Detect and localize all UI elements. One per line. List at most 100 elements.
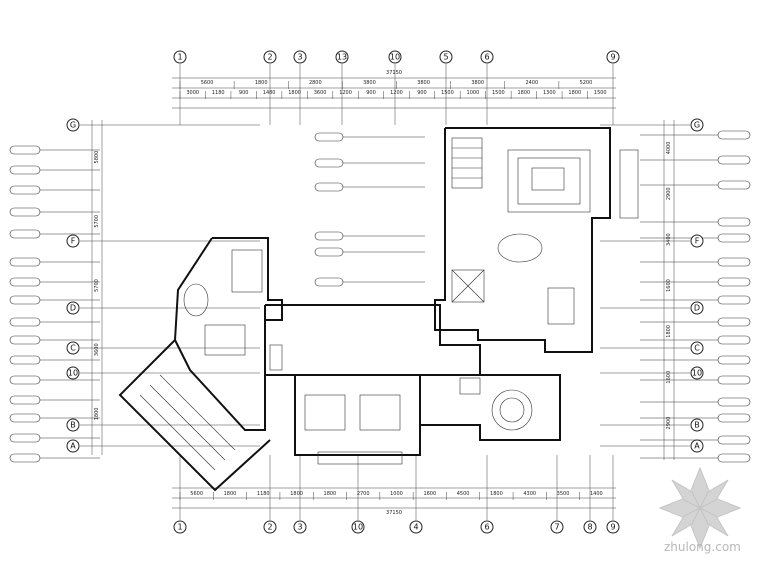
callout-tag <box>717 435 751 445</box>
dimension-value: 900 <box>239 90 249 96</box>
dimension-value: 3600 <box>314 90 327 96</box>
dimension-value: 3800 <box>363 80 376 86</box>
axis-bottom-label: 7 <box>554 523 559 532</box>
dimension-value: 900 <box>366 90 376 96</box>
watermark-site-label: zhulong.com <box>664 540 741 554</box>
dimension-value: 1800 <box>290 491 303 497</box>
axis-right-circle <box>690 418 704 432</box>
axis-top-circle <box>173 50 187 64</box>
dimension-value: 1200 <box>339 90 352 96</box>
callout-tag <box>314 247 344 257</box>
axis-right-label: D <box>694 304 700 313</box>
axis-bottom-label: 2 <box>267 523 272 532</box>
dimension-value: 1180 <box>212 90 225 96</box>
callout-tag <box>9 229 41 239</box>
dimension-value: 1600 <box>666 279 672 292</box>
axis-top-circle <box>263 50 277 64</box>
dimension-value: 1800 <box>94 408 100 421</box>
callout-tag <box>314 158 344 168</box>
dimension-value: 1000 <box>390 491 403 497</box>
dimension-value: 1800 <box>288 90 301 96</box>
axis-bottom-circle <box>263 520 277 534</box>
axis-bottom-label: 10 <box>353 523 363 532</box>
axis-bottom-circle <box>173 520 187 534</box>
callout-tag <box>9 185 41 195</box>
callout-tag <box>717 180 751 190</box>
callout-tag <box>9 145 41 155</box>
total-bottom-dimension: 37150 <box>386 510 402 516</box>
axis-left-circle <box>66 418 80 432</box>
axis-right-label: C <box>694 344 700 353</box>
callout-tag <box>717 233 751 243</box>
callout-tag <box>717 130 751 140</box>
dimension-value: 900 <box>417 90 427 96</box>
axis-right-circle <box>690 341 704 355</box>
axis-top-label: 1 <box>177 53 182 62</box>
zhulong-logo-icon <box>658 466 742 550</box>
axis-left-label: D <box>70 304 76 313</box>
axis-bottom-circle <box>583 520 597 534</box>
axis-top-circle <box>439 50 453 64</box>
dimension-value: 1180 <box>257 491 270 497</box>
dimension-value: 3600 <box>94 343 100 356</box>
axis-left-circle <box>66 301 80 315</box>
dimension-value: 1800 <box>255 80 268 86</box>
axis-right-label: F <box>695 237 700 246</box>
callout-tag <box>9 395 41 405</box>
callout-tag <box>717 295 751 305</box>
dimension-value: 1600 <box>423 491 436 497</box>
axis-left-label: G <box>70 121 76 130</box>
callout-tag <box>717 413 751 423</box>
dimension-value: 4300 <box>523 491 536 497</box>
axis-top-label: 6 <box>484 53 489 62</box>
dimension-value: 1480 <box>263 90 276 96</box>
building-walls <box>118 127 611 492</box>
axis-bottom-circle <box>606 520 620 534</box>
dimension-value: 1000 <box>467 90 480 96</box>
dimension-value: 5800 <box>94 151 100 164</box>
callout-tag <box>9 355 41 365</box>
axis-bottom-circle <box>480 520 494 534</box>
dimension-value: 1600 <box>666 371 672 384</box>
bottom-dimension-lines <box>172 487 616 509</box>
axis-left-circle <box>66 234 80 248</box>
dimension-value: 3400 <box>666 233 672 246</box>
callout-tag <box>9 433 41 443</box>
axis-top-circle <box>293 50 307 64</box>
center-callout-tags <box>314 132 425 287</box>
callout-tag <box>717 335 751 345</box>
axis-top-circle <box>335 50 349 64</box>
right-callout-tags <box>640 130 751 463</box>
dimension-value: 5600 <box>201 80 214 86</box>
callout-tag <box>717 257 751 267</box>
axis-bottom-circle <box>409 520 423 534</box>
axis-left-circle <box>66 341 80 355</box>
callout-tag <box>717 277 751 287</box>
axis-right-circle <box>690 366 704 380</box>
axis-bottom-label: 9 <box>610 523 615 532</box>
axis-bottom-label: 4 <box>413 523 418 532</box>
dimension-value: 1500 <box>594 90 607 96</box>
callout-tag <box>9 277 41 287</box>
dimension-value: 1800 <box>666 325 672 338</box>
callout-tag <box>314 231 344 241</box>
dimension-value: 3500 <box>557 491 570 497</box>
dimension-value: 1800 <box>568 90 581 96</box>
dimension-value: 1800 <box>517 90 530 96</box>
axis-left-label: F <box>71 237 76 246</box>
top-dimension-lines <box>172 77 616 109</box>
dimension-value: 5700 <box>94 215 100 228</box>
axis-top-label: 2 <box>267 53 272 62</box>
callout-tag <box>9 453 41 463</box>
axis-left-circle <box>66 118 80 132</box>
callout-tag <box>9 413 41 423</box>
axis-left-label: C <box>70 344 76 353</box>
callout-tag <box>717 355 751 365</box>
callout-tag <box>9 165 41 175</box>
axis-right-label: B <box>694 421 700 430</box>
dimension-value: 5200 <box>580 80 593 86</box>
